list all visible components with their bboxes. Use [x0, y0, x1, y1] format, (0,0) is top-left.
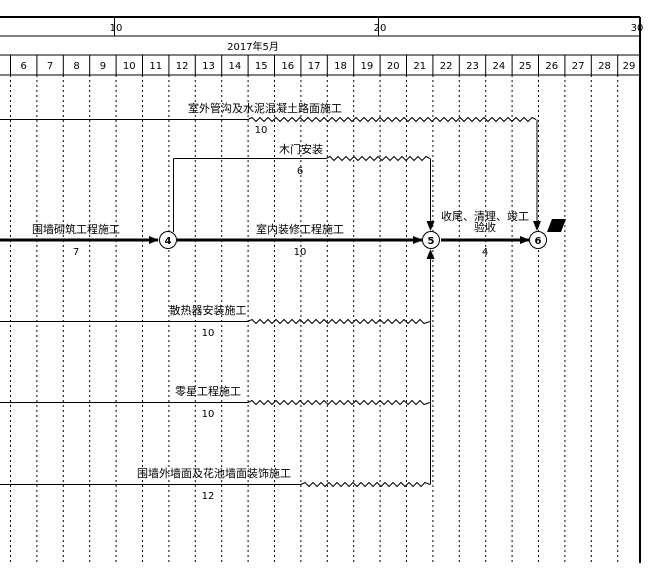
activity-radiator-name: 散热器安装施工 [170, 303, 247, 317]
activity-fence-facade-float [300, 481, 431, 488]
day-label-7: 7 [47, 61, 53, 72]
scale-tick-20: 20 [374, 17, 387, 36]
finish-flag-icon [547, 219, 566, 232]
node-6-circle [529, 231, 547, 249]
activity-interior[interactable]: 室内装修工程施工 10 [177, 222, 423, 258]
activity-misc-name: 零星工程施工 [175, 385, 241, 398]
node-5[interactable]: 5 [422, 231, 440, 249]
day-label-24: 24 [493, 61, 506, 72]
activity-outdoor-road[interactable]: 室外管沟及水泥混凝土路面施工 10 [0, 101, 541, 231]
day-label-28: 28 [598, 61, 611, 72]
day-cell-25: 25 [511, 55, 532, 75]
activity-wood-door-float [325, 155, 431, 162]
day-cell-19: 19 [353, 55, 374, 75]
node-4[interactable]: 4 [159, 231, 177, 249]
scale-tick-20-label: 20 [374, 23, 387, 34]
day-label-23: 23 [466, 61, 479, 72]
day-label-14: 14 [229, 61, 242, 72]
node-4-circle [159, 231, 177, 249]
activity-misc-duration: 10 [202, 409, 215, 420]
node-5-circle [422, 231, 440, 249]
node-5-label: 5 [428, 236, 435, 247]
day-label-17: 17 [308, 61, 321, 72]
day-label-13: 13 [202, 61, 215, 72]
day-cell-15: 15 [247, 55, 268, 75]
activity-outdoor-road-duration: 10 [255, 125, 268, 136]
day-cell-24: 24 [485, 55, 506, 75]
day-cell-7: 7 [36, 55, 53, 75]
activity-fence-facade-name: 围墙外墙面及花池墙面装饰施工 [137, 466, 291, 480]
node-6-label: 6 [535, 236, 542, 247]
activity-final-duration: 4 [482, 247, 488, 258]
activity-final-name-line1: 收尾、清理、竣工 [441, 209, 529, 223]
activity-wall-masonry-duration: 7 [73, 247, 79, 258]
activity-misc[interactable]: 零星工程施工 10 [0, 385, 431, 420]
day-cell-8: 8 [62, 55, 80, 75]
day-label-10: 10 [123, 61, 136, 72]
day-cell-28: 28 [590, 55, 611, 75]
activity-wall-masonry[interactable]: 围墙砌筑工程施工 7 [0, 222, 159, 258]
day-label-18: 18 [334, 61, 347, 72]
day-cell-27: 27 [564, 55, 585, 75]
activity-radiator-duration: 10 [202, 328, 215, 339]
activity-final-name-line2: 验收 [474, 220, 496, 234]
day-label-15: 15 [255, 61, 268, 72]
timescale-header: 2017年5月 10 20 30 6 7 8 9 10 11 12 13 14 … [0, 16, 644, 563]
day-label-8: 8 [73, 61, 79, 72]
day-cell-29: 29 [617, 55, 636, 75]
day-label-11: 11 [149, 61, 162, 72]
scale-tick-30-label: 30 [631, 23, 644, 34]
day-label-27: 27 [572, 61, 585, 72]
day-label-25: 25 [519, 61, 532, 72]
month-label: 2017年5月 [227, 40, 279, 53]
day-cell-26: 26 [538, 55, 558, 75]
activity-wood-door-name: 木门安装 [279, 142, 323, 156]
day-cell-20: 20 [379, 55, 400, 75]
scale-tick-10-label: 10 [110, 23, 123, 34]
activity-wood-door[interactable]: 木门安装 6 [173, 142, 435, 232]
activity-radiator-float [247, 318, 431, 325]
day-cell-10: 10 [115, 55, 136, 75]
day-cell-12: 12 [168, 55, 189, 75]
day-cell-22: 22 [432, 55, 453, 75]
day-cell-11: 11 [142, 55, 162, 75]
day-cell-13: 13 [194, 55, 215, 75]
day-label-19: 19 [361, 61, 374, 72]
activity-misc-float [247, 399, 431, 406]
activity-interior-duration: 10 [294, 247, 307, 258]
activity-wood-door-duration: 6 [297, 166, 303, 177]
day-cell-17: 17 [300, 55, 321, 75]
activity-outdoor-road-float [247, 116, 537, 123]
day-label-20: 20 [387, 61, 400, 72]
activity-final[interactable]: 收尾、清理、竣工 验收 4 [441, 209, 530, 258]
node-4-label: 4 [165, 236, 172, 247]
activity-fence-facade-duration: 12 [202, 491, 215, 502]
scale-tick-10: 10 [110, 17, 123, 36]
activity-fence-facade[interactable]: 围墙外墙面及花池墙面装饰施工 12 [0, 466, 431, 502]
day-cell-16: 16 [274, 55, 294, 75]
day-cell-23: 23 [458, 55, 479, 75]
day-cell-14: 14 [221, 55, 242, 75]
day-cell-18: 18 [326, 55, 347, 75]
node-6[interactable]: 6 [529, 231, 547, 249]
activity-outdoor-road-name: 室外管沟及水泥混凝土路面施工 [188, 101, 342, 115]
day-label-29: 29 [623, 61, 636, 72]
day-label-9: 9 [100, 61, 106, 72]
day-cell-6: 6 [10, 55, 27, 75]
scale-tick-30: 30 [631, 17, 644, 36]
day-label-22: 22 [440, 61, 453, 72]
activity-radiator[interactable]: 散热器安装施工 10 [0, 303, 431, 339]
day-label-26: 26 [545, 61, 558, 72]
day-label-16: 16 [281, 61, 294, 72]
activity-interior-name: 室内装修工程施工 [256, 222, 344, 236]
day-header-row: 6 7 8 9 10 11 12 13 14 15 16 17 18 19 20… [10, 55, 636, 75]
activity-wall-masonry-name: 围墙砌筑工程施工 [32, 222, 120, 236]
day-label-6: 6 [21, 61, 27, 72]
day-cell-9: 9 [89, 55, 106, 75]
day-label-21: 21 [413, 61, 426, 72]
day-label-12: 12 [176, 61, 189, 72]
day-cell-21: 21 [406, 55, 426, 75]
